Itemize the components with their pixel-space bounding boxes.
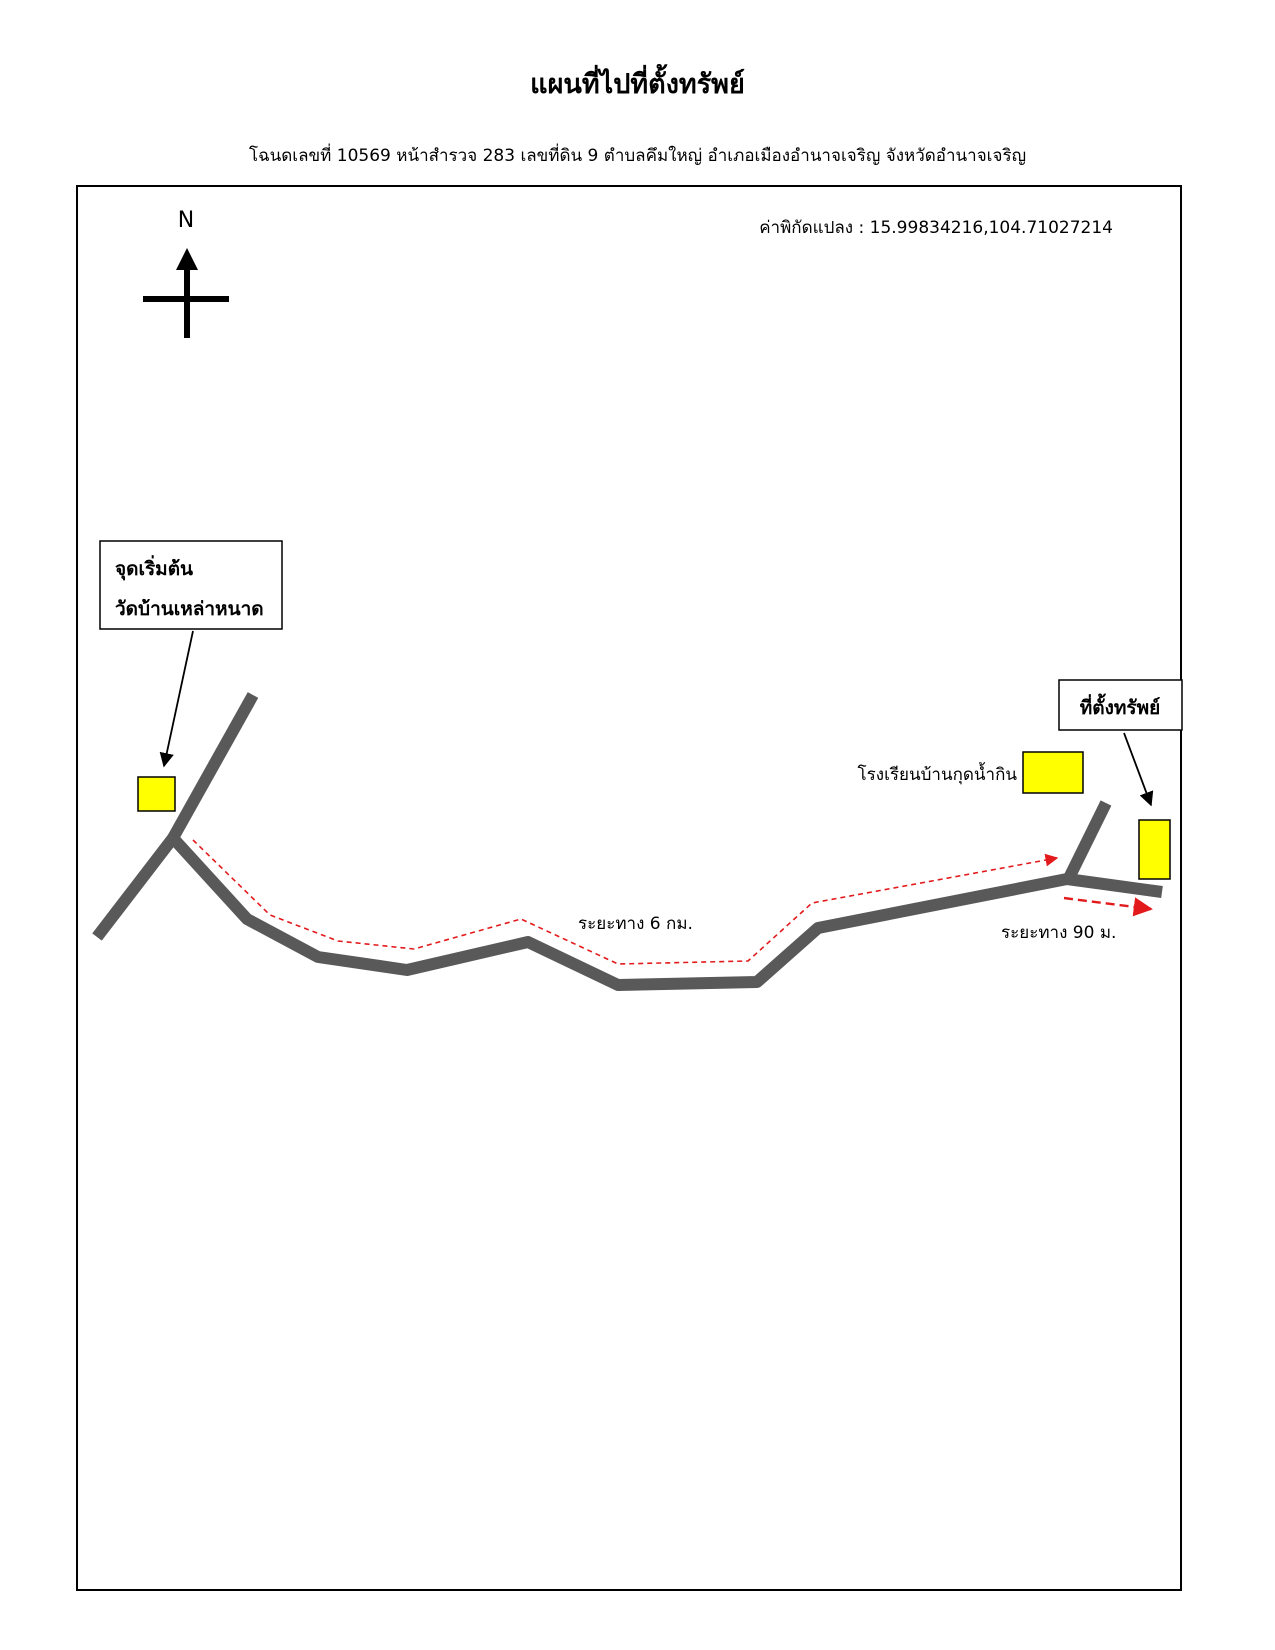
distance-main-label: ระยะทาง 6 กม. [578,914,693,934]
start-landmark-icon [137,776,176,812]
map-frame [76,185,1182,1591]
compass-label: N [178,208,194,233]
road-network [92,692,1163,991]
start-callout-pointer [159,630,194,768]
road-branch-north [167,692,259,841]
deed-info: โฉนดเลขที่ 10569 หน้าสำรวจ 283 เลขที่ดิน… [248,146,1027,166]
property-landmark-icon [1138,819,1171,880]
north-arrow-icon [143,248,229,338]
property-callout-box [1058,679,1183,731]
distance-short-label: ระยะทาง 90 ม. [1001,923,1116,943]
route-path [192,839,1153,965]
page-title: แผนที่ไปที่ตั้งทรัพย์ [530,69,745,100]
property-callout-pointer [1123,732,1154,807]
coordinates-label: ค่าพิกัดแปลง : 15.99834216,104.71027214 [759,218,1113,238]
start-callout-line1: จุดเริ่มต้น [115,555,193,581]
route-final [1063,896,1153,917]
property-callout-label: ที่ตั้งทรัพย์ [1080,693,1161,719]
road-branch-southwest [92,834,178,941]
start-callout-line2: วัดบ้านเหล่าหนาด [115,598,264,620]
road-branch-school [1062,800,1112,883]
school-label: โรงเรียนบ้านกุดน้ำกิน [858,762,1018,785]
road-main [168,833,1163,991]
start-callout-box [99,540,283,630]
school-landmark-icon [1022,751,1084,794]
